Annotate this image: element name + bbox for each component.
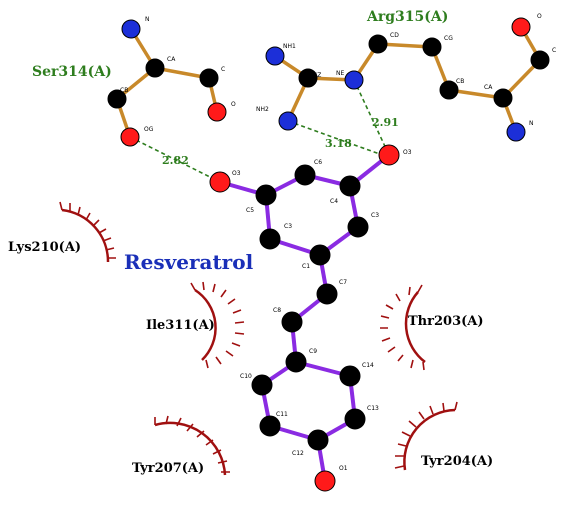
atom-lig-c14	[339, 365, 361, 387]
atom-arg-o	[511, 17, 531, 37]
atom-ser-n	[121, 19, 141, 39]
atom-labels: N CA C O CB OG NH1 CZ NH2 NE CD CG CB CA…	[120, 13, 556, 472]
label-lig-o3b: O3	[403, 149, 412, 156]
atom-lig-o3a	[209, 171, 231, 193]
atom-ser-o	[207, 102, 227, 122]
atom-lig-c6	[294, 164, 316, 186]
atom-arg-ca	[493, 88, 513, 108]
atom-arg-nh2	[278, 111, 298, 131]
label-ser-c: C	[221, 66, 225, 73]
atom-lig-c9	[285, 351, 307, 373]
label-lig-c14: C14	[362, 362, 374, 369]
hydrophobic-contact-tyr204	[394, 401, 458, 471]
atom-lig-c12	[307, 429, 329, 451]
label-arg-cd: CD	[390, 32, 399, 39]
label-lig-o3a: O3	[232, 170, 241, 177]
atom-lig-c8	[281, 311, 303, 333]
hydrophobic-contact-ile311	[190, 281, 245, 369]
label-ser-o: O	[231, 101, 236, 108]
label-lig-c5: C5	[246, 207, 254, 214]
residue-label-arg315: Arg315(A)	[366, 9, 448, 25]
label-lig-c13: C13	[367, 405, 379, 412]
residue-label-tyr207: Tyr207(A)	[132, 461, 204, 476]
atom-lig-c3b	[347, 216, 369, 238]
label-arg-nh1: NH1	[283, 43, 296, 50]
label-arg-cb: CB	[456, 78, 464, 85]
atom-lig-c4	[339, 175, 361, 197]
label-lig-c10: C10	[240, 373, 252, 380]
atom-arg-c	[530, 50, 550, 70]
residue-label-ser314: Ser314(A)	[32, 64, 112, 80]
residue-label-tyr204: Tyr204(A)	[421, 454, 493, 469]
arg315-atoms	[265, 17, 550, 142]
hbond-lines	[129, 79, 390, 183]
residue-label-thr203: Thr203(A)	[408, 314, 484, 329]
hbond-distance-og-o3: 2.82	[162, 154, 189, 167]
hydrophobic-contact-tyr207	[154, 415, 230, 476]
label-lig-c6: C6	[314, 159, 322, 166]
label-lig-c4: C4	[330, 198, 338, 205]
label-arg-c: C	[552, 47, 556, 54]
atom-ser-og	[120, 127, 140, 147]
atom-arg-n	[506, 122, 526, 142]
hbond-og-o3	[129, 136, 221, 183]
atom-ser-c	[199, 68, 219, 88]
hbond-nh2-o3	[287, 120, 389, 158]
ser314-atoms	[107, 19, 227, 147]
label-arg-ca: CA	[484, 84, 493, 91]
hbond-distance-nh2-o3: 3.18	[325, 137, 352, 150]
atom-arg-cz	[298, 68, 318, 88]
label-lig-c7: C7	[339, 279, 347, 286]
atom-lig-c13	[344, 408, 366, 430]
atom-arg-cb	[439, 80, 459, 100]
label-arg-n: N	[529, 120, 534, 127]
residue-label-lys210: Lys210(A)	[8, 240, 81, 255]
atom-lig-c7	[316, 283, 338, 305]
atom-lig-c5	[255, 184, 277, 206]
hbond-distance-ne-o3: 2.91	[372, 116, 399, 129]
label-arg-cz: CZ	[313, 72, 321, 79]
atom-lig-c10	[251, 374, 273, 396]
atom-ser-cb	[107, 89, 127, 109]
hydrophobic-contact-thr203	[380, 284, 426, 371]
label-arg-ne: NE	[336, 70, 344, 77]
hydrophobic-contact-lys210	[59, 201, 116, 263]
label-lig-c1: C1	[302, 263, 310, 270]
atom-lig-o1	[314, 470, 336, 492]
label-ser-cb: CB	[120, 87, 128, 94]
atom-lig-c1	[309, 244, 331, 266]
atom-lig-o3b	[378, 144, 400, 166]
label-arg-nh2: NH2	[256, 106, 269, 113]
label-lig-c3b: C3	[371, 212, 379, 219]
label-ser-n: N	[145, 16, 150, 23]
atom-arg-ne	[344, 70, 364, 90]
label-arg-cg: CG	[444, 35, 453, 42]
hbond-distance-labels: 2.82 3.18 2.91	[162, 116, 399, 167]
label-lig-c8: C8	[273, 307, 281, 314]
residue-label-ile311: Ile311(A)	[146, 318, 215, 333]
label-lig-c11: C11	[276, 411, 288, 418]
atom-ser-ca	[145, 58, 165, 78]
atom-arg-nh1	[265, 46, 285, 66]
label-ser-ca: CA	[167, 56, 176, 63]
atom-arg-cd	[368, 34, 388, 54]
atom-arg-cg	[422, 37, 442, 57]
resveratrol-bonds	[219, 153, 391, 482]
resveratrol-atoms	[209, 144, 400, 492]
label-lig-c3a: C3	[284, 223, 292, 230]
atom-lig-c11	[259, 415, 281, 437]
label-ser-og: OG	[144, 126, 154, 133]
ligand-name: Resveratrol	[124, 250, 254, 274]
label-lig-o1: O1	[339, 465, 348, 472]
label-lig-c12: C12	[292, 450, 304, 457]
atom-lig-c3a	[259, 228, 281, 250]
label-arg-o: O	[537, 13, 542, 20]
label-lig-c9: C9	[309, 348, 317, 355]
